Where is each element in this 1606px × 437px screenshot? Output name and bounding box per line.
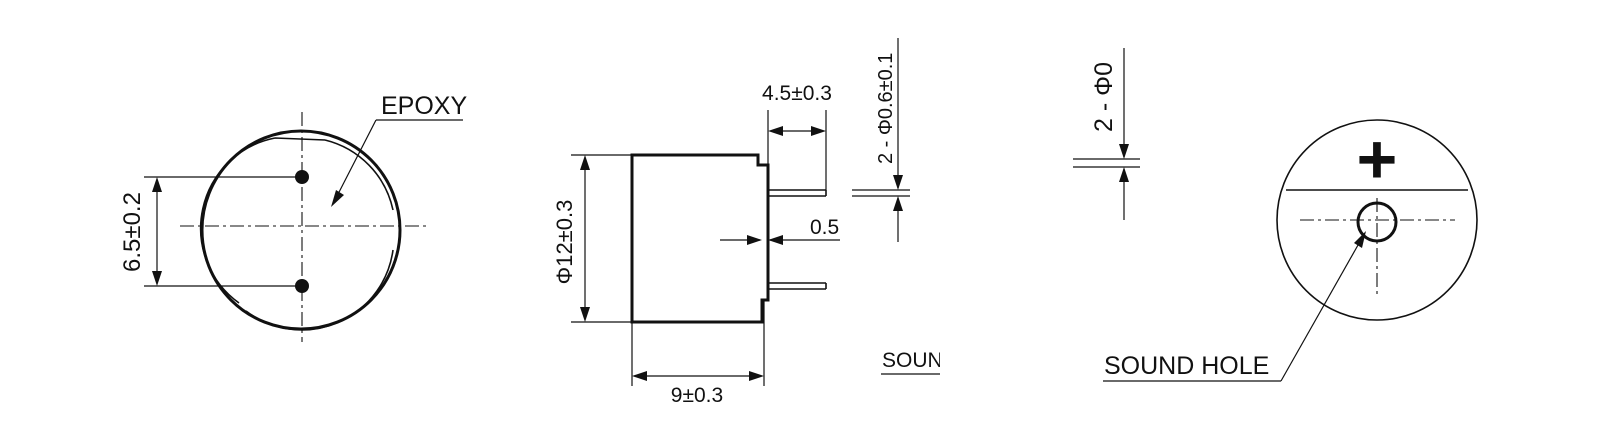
top-view: + SOUND HOLE: [1103, 119, 1478, 382]
bottom-view: 6.5±0.2 EPOXY: [119, 92, 467, 342]
lead-thickness-arrow-right: [768, 235, 783, 245]
body-diameter-label: Φ12±0.3: [552, 200, 577, 285]
epoxy-leader-line: [334, 119, 377, 201]
side-view: Φ12±0.3 9±0.3 4.5±0.3 0.5: [552, 82, 840, 407]
top-view-outer-circle: [1276, 119, 1478, 321]
diameter-arrow-down: [580, 307, 590, 322]
body-height-label: 9±0.3: [671, 384, 723, 407]
lead-offset-arrow-right: [811, 126, 826, 136]
dim-arrow-up: [152, 177, 162, 192]
sound-hole-leader-arrow: [1354, 231, 1366, 248]
pin-detail-arrow-bottom: [893, 196, 903, 211]
lead-thickness-arrow-left: [747, 235, 762, 245]
lead-offset-arrow-left: [768, 126, 783, 136]
polarity-mark: +: [1357, 120, 1398, 198]
sound-label-cut: SOUN: [881, 349, 943, 375]
pin-diameter-cut-label: 2 - Φ0: [1090, 62, 1118, 132]
lead-thickness-label: 0.5: [810, 216, 839, 239]
sound-hole-circle: [1356, 201, 1398, 243]
dim-arrow-down: [152, 271, 162, 286]
pin-dot-bottom: [295, 279, 309, 293]
pin-detail2-arrow-top: [1119, 144, 1129, 159]
height-arrow-left: [632, 371, 647, 381]
lead-offset-label: 4.5±0.3: [762, 82, 832, 105]
epoxy-label: EPOXY: [381, 92, 467, 120]
pin-detail-arrow-top: [893, 175, 903, 190]
pin-spacing-label: 6.5±0.2: [119, 192, 146, 272]
pin-diameter-label: 2 - Φ0.6±0.1: [875, 53, 897, 164]
sound-cut-text: SOUN: [882, 349, 943, 372]
sound-hole-leader-line: [1280, 237, 1363, 382]
height-arrow-right: [749, 371, 764, 381]
bottom-view-outer-circle: [200, 129, 402, 331]
pin-detail2-arrow-bottom: [1119, 167, 1129, 182]
pin-diameter-detail-cut: 2 - Φ0: [1073, 48, 1140, 220]
diameter-arrow-up: [580, 155, 590, 170]
bottom-view-inner-ring: [199, 137, 394, 331]
sound-hole-label: SOUND HOLE: [1104, 352, 1269, 380]
epoxy-leader-arrow: [331, 190, 344, 207]
pin-dot-top: [295, 170, 309, 184]
side-view-body: [630, 153, 770, 324]
pin-diameter-detail: 2 - Φ0.6±0.1: [852, 38, 910, 242]
